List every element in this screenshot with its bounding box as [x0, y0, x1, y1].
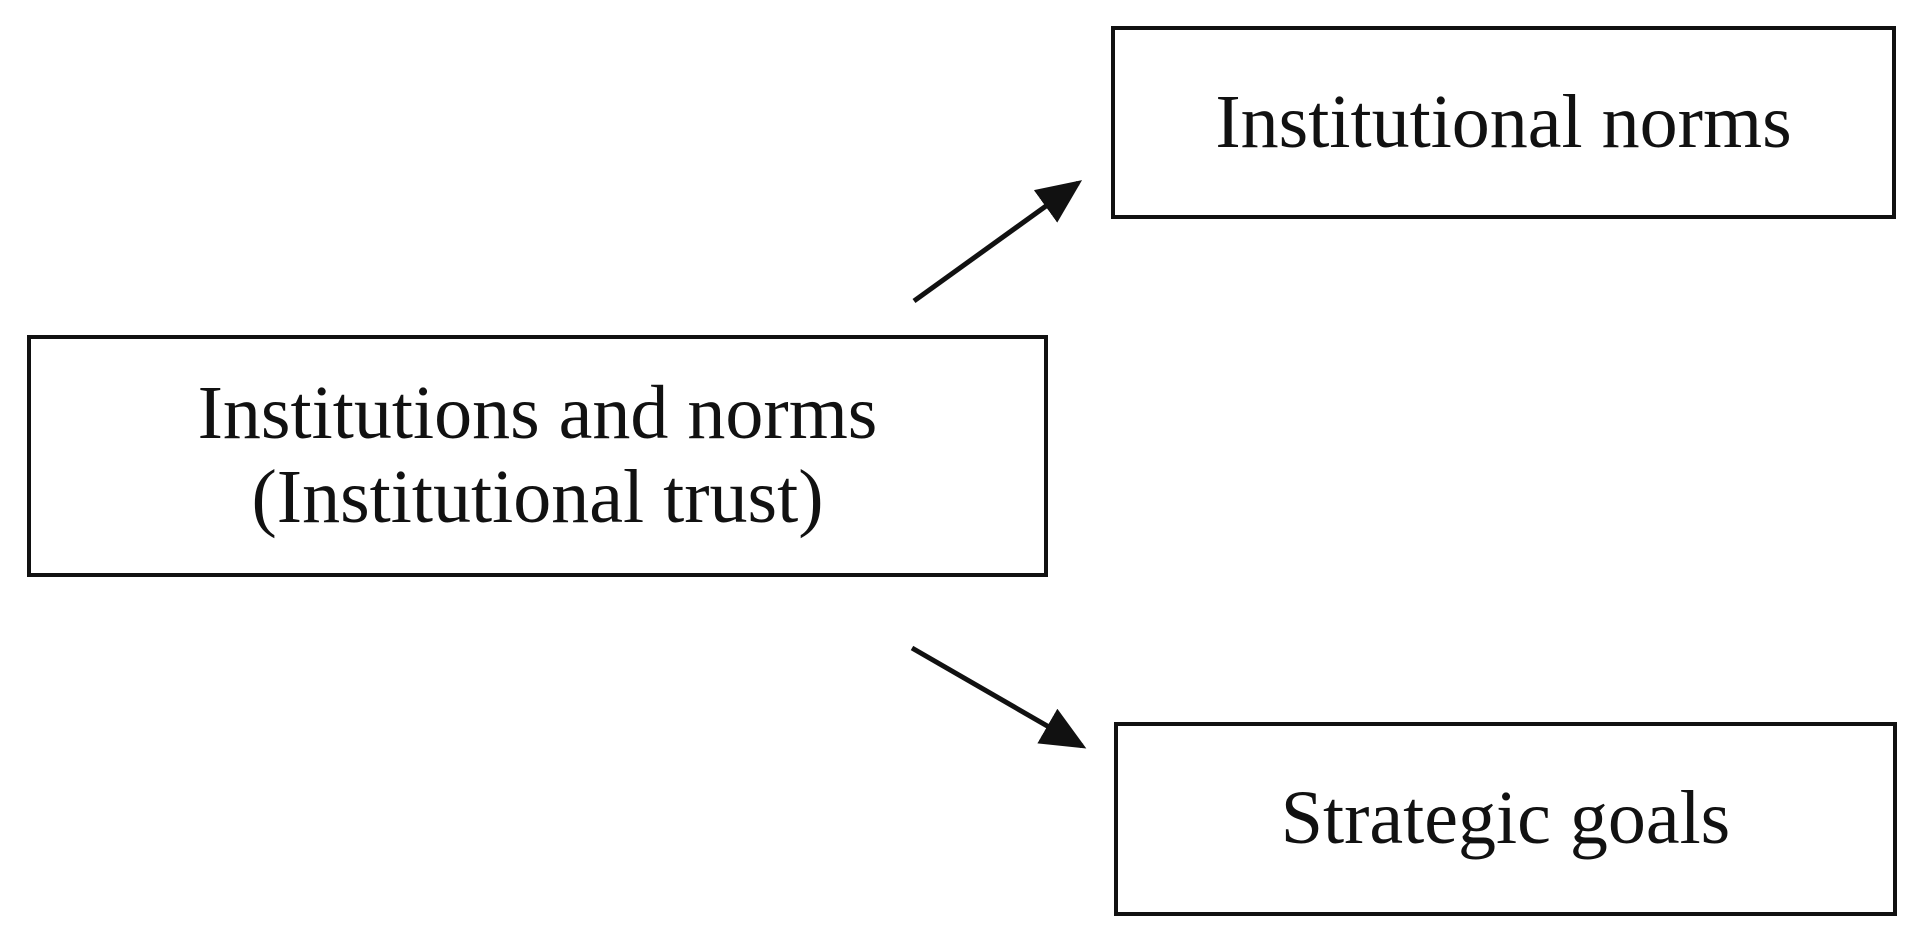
institutions-and-norms-label: Institutions and norms (Institutional tr… — [198, 372, 878, 539]
institutional-norms-box: Institutional norms — [1111, 26, 1896, 219]
institutions-and-norms-box: Institutions and norms (Institutional tr… — [27, 335, 1048, 577]
institutions-and-norms-line: Institutions and norms — [197, 371, 878, 456]
strategic-goals-label: Strategic goals — [1280, 776, 1731, 861]
strategic-goals-box: Strategic goals — [1114, 722, 1897, 916]
arrow-to-strategic-goals — [910, 645, 1087, 749]
institutional-trust-line: (Institutional trust) — [251, 455, 824, 539]
institutional-norms-label: Institutional norms — [1215, 79, 1792, 164]
arrow-to-institutional-norms — [912, 180, 1083, 304]
